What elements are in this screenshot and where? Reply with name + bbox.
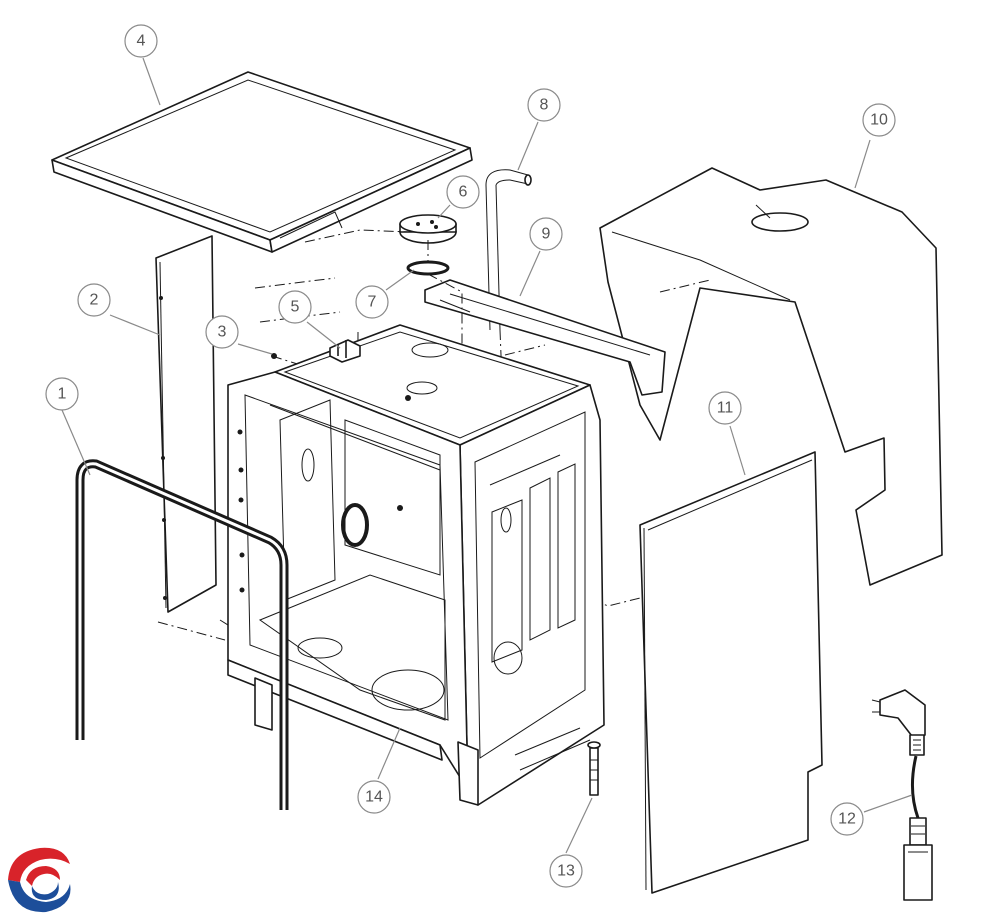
callout-14-label: 14 bbox=[365, 789, 383, 806]
callout-8: 8 bbox=[527, 88, 561, 122]
callout-5: 5 bbox=[278, 290, 312, 324]
part-11-side-panel bbox=[639, 451, 823, 894]
callout-5-label: 5 bbox=[291, 299, 300, 316]
callout-10-label: 10 bbox=[870, 112, 888, 129]
part-4-worktop bbox=[51, 71, 473, 253]
callout-leaders bbox=[61, 57, 913, 854]
callout-13: 13 bbox=[549, 854, 583, 888]
callout-6-label: 6 bbox=[459, 184, 468, 201]
callout-2: 2 bbox=[77, 283, 111, 317]
callout-11: 11 bbox=[708, 391, 742, 425]
callout-12-label: 12 bbox=[838, 811, 856, 828]
callout-9: 9 bbox=[529, 217, 563, 251]
callout-7: 7 bbox=[355, 285, 389, 319]
callout-8-label: 8 bbox=[540, 97, 549, 114]
callout-4-label: 4 bbox=[137, 33, 146, 50]
callout-11-label: 11 bbox=[717, 400, 734, 417]
dishwasher-tub-frame bbox=[227, 324, 605, 806]
callout-1: 1 bbox=[45, 377, 79, 411]
callout-6: 6 bbox=[446, 175, 480, 209]
callout-9-label: 9 bbox=[542, 226, 551, 243]
part-13-screw bbox=[587, 741, 601, 796]
callout-14: 14 bbox=[357, 780, 391, 814]
callout-1-label: 1 bbox=[58, 386, 67, 403]
part-12-power-cord bbox=[871, 689, 933, 901]
part-6-cap bbox=[399, 214, 457, 244]
callout-4: 4 bbox=[124, 24, 158, 58]
callout-7-label: 7 bbox=[368, 294, 377, 311]
callout-13-label: 13 bbox=[557, 863, 575, 880]
part-9-top-rail bbox=[424, 279, 666, 396]
part-7-seal-ring bbox=[406, 260, 450, 276]
part-2-left-side-panel bbox=[155, 235, 217, 613]
callout-10: 10 bbox=[862, 103, 896, 137]
swirl-logo-icon bbox=[8, 847, 71, 913]
callout-2-label: 2 bbox=[90, 292, 99, 309]
part-10-insulation-cover bbox=[599, 167, 943, 586]
callout-3: 3 bbox=[205, 315, 239, 349]
callout-3-label: 3 bbox=[218, 324, 227, 341]
callout-12: 12 bbox=[830, 802, 864, 836]
part-1-door-seal bbox=[75, 459, 289, 810]
